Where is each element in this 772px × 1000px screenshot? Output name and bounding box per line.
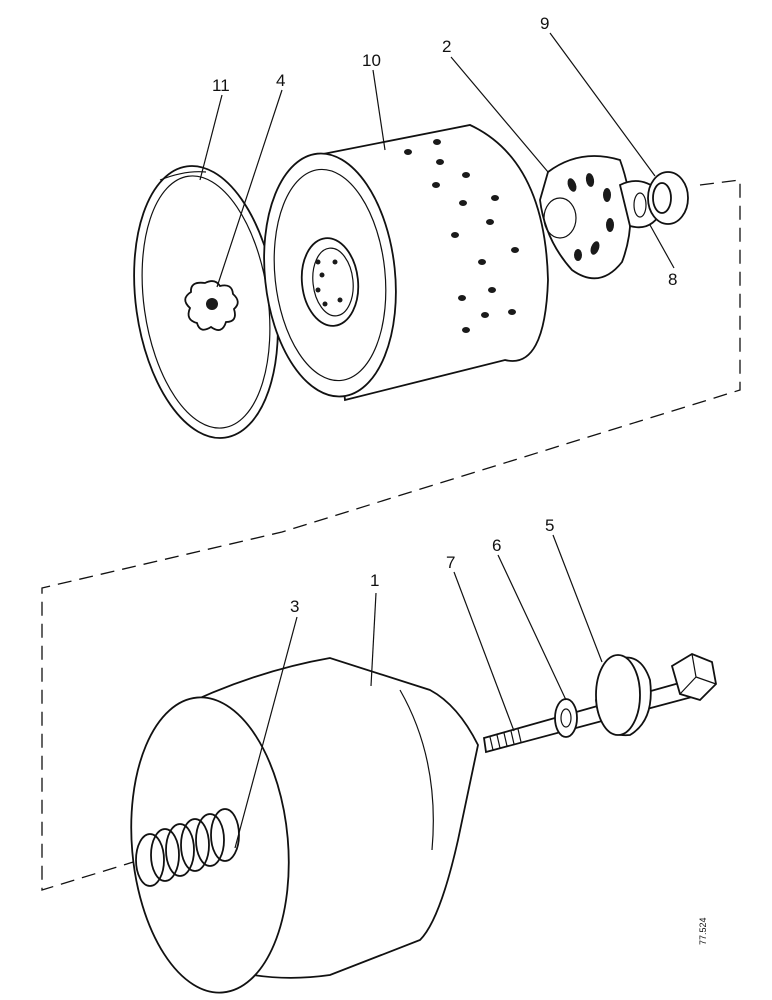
callout-5: 5 bbox=[545, 516, 554, 535]
assembly-guide-dashed bbox=[41, 179, 741, 891]
callout-1: 1 bbox=[370, 571, 379, 590]
filter-bowl-1 bbox=[130, 657, 479, 994]
callout-4: 4 bbox=[276, 71, 285, 90]
small-washer-6 bbox=[554, 698, 578, 738]
coil-spring-3 bbox=[135, 808, 240, 887]
callout-3: 3 bbox=[290, 597, 299, 616]
callout-10: 10 bbox=[362, 51, 381, 70]
seal-washer-5 bbox=[595, 654, 652, 737]
filter-element-10 bbox=[263, 124, 549, 402]
dome-cap-2 bbox=[539, 155, 632, 280]
washer-9 bbox=[647, 171, 689, 225]
callout-6: 6 bbox=[492, 536, 501, 555]
callout-8: 8 bbox=[668, 270, 677, 289]
callout-11: 11 bbox=[212, 76, 230, 95]
spring-plate-4 bbox=[184, 280, 239, 331]
callout-9: 9 bbox=[540, 14, 549, 33]
callout-7: 7 bbox=[446, 553, 455, 572]
figure-reference: 77.524 bbox=[698, 917, 708, 945]
leader-lines bbox=[199, 32, 675, 849]
callout-2: 2 bbox=[442, 37, 451, 56]
